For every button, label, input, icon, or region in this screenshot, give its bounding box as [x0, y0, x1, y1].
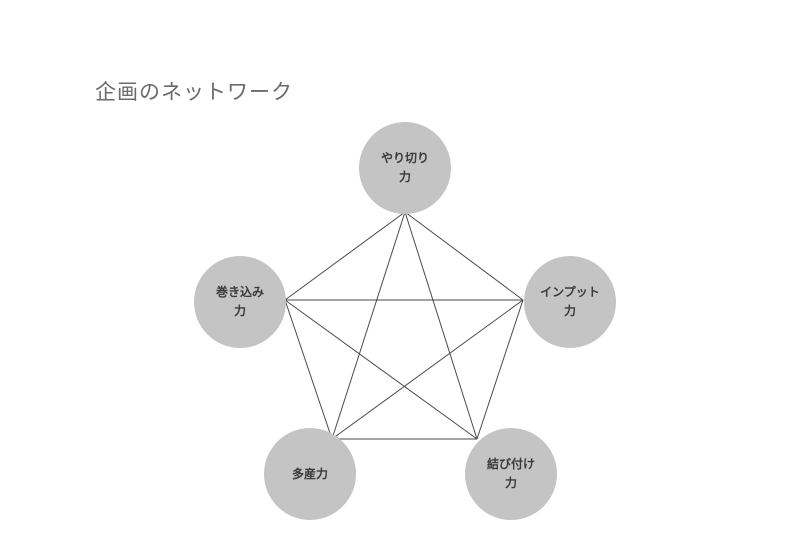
node-tasan: 多産力	[264, 428, 356, 520]
edge-bottom_right-left	[284, 299, 478, 440]
edge-right-bottom_right	[476, 299, 524, 440]
edge-top-left	[284, 211, 406, 301]
edge-top-right	[404, 211, 524, 301]
node-label: 多産力	[291, 466, 328, 481]
edge-group	[284, 211, 524, 440]
node-yarikiri: やり切り 力	[359, 122, 451, 214]
node-label: 結び付け 力	[486, 457, 535, 490]
node-label: 巻き込み 力	[215, 285, 264, 318]
edge-top-bottom_right	[404, 211, 478, 440]
diagram-title: 企画のネットワーク	[95, 80, 293, 104]
node-musubitsuke: 結び付け 力	[465, 428, 557, 520]
edge-top-bottom_left	[331, 211, 406, 440]
node-label: やり切り 力	[380, 151, 429, 184]
node-input: インプット 力	[524, 256, 616, 348]
edge-bottom_left-left	[284, 299, 333, 440]
edge-right-bottom_left	[331, 299, 524, 440]
node-label: インプット 力	[540, 285, 600, 318]
node-makikomi: 巻き込み 力	[194, 256, 286, 348]
